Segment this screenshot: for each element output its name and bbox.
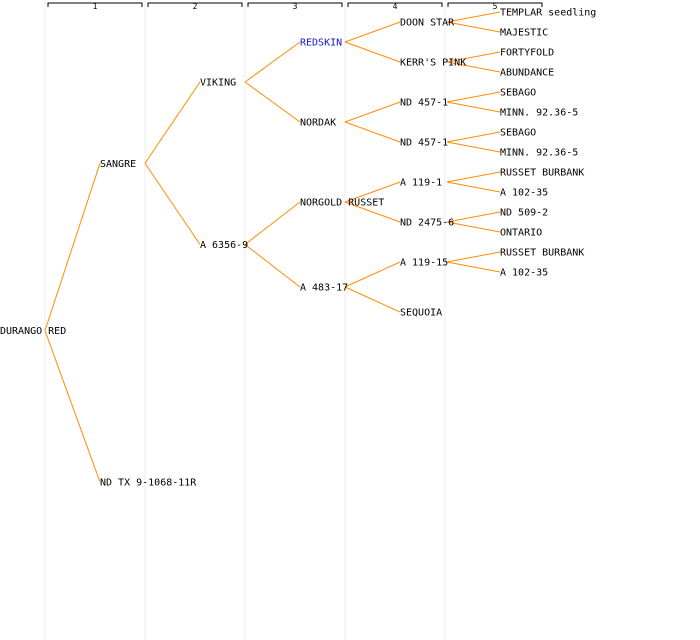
pedigree-link bbox=[446, 181, 501, 193]
pedigree-link bbox=[344, 201, 401, 223]
pedigree-link bbox=[446, 141, 501, 153]
cultivar-label: RUSSET BURBANK bbox=[500, 248, 584, 259]
pedigree-link bbox=[446, 101, 501, 113]
generation-number: 1 bbox=[93, 2, 98, 11]
cultivar-label: A 102-35 bbox=[500, 188, 548, 199]
pedigree-link bbox=[344, 21, 401, 43]
pedigree-link bbox=[446, 131, 501, 143]
pedigree-link bbox=[446, 261, 501, 273]
pedigree-link bbox=[344, 101, 401, 123]
pedigree-link bbox=[446, 61, 501, 73]
generation-number: 5 bbox=[493, 2, 498, 11]
cultivar-label: FORTYFOLD bbox=[500, 48, 554, 59]
cultivar-label: NORGOLD RUSSET bbox=[300, 198, 384, 209]
pedigree-link bbox=[144, 162, 201, 245]
cultivar-label: TEMPLAR seedling bbox=[500, 8, 596, 19]
cultivar-label: ND 457-1 bbox=[400, 98, 448, 109]
pedigree-link bbox=[446, 11, 501, 23]
cultivar-label: SEQUOIA bbox=[400, 308, 442, 319]
pedigree-link bbox=[244, 81, 301, 123]
cultivar-label: DOON STAR bbox=[400, 18, 455, 29]
pedigree-link bbox=[144, 81, 201, 164]
pedigree-link bbox=[446, 171, 501, 183]
pedigree-link bbox=[244, 244, 301, 288]
pedigree-link bbox=[344, 121, 401, 143]
cultivar-label: MAJESTIC bbox=[500, 28, 548, 39]
pedigree-link bbox=[44, 330, 101, 483]
cultivar-label: A 119-15 bbox=[400, 258, 448, 269]
generation-bracket bbox=[147, 2, 243, 7]
pedigree-link bbox=[244, 41, 301, 83]
cultivar-label: KERR'S PINK bbox=[400, 58, 466, 69]
generation-number: 4 bbox=[393, 2, 398, 11]
cultivar-label: NORDAK bbox=[300, 118, 336, 129]
generation-bracket bbox=[447, 2, 543, 7]
pedigree-labels: DURANGO RED SANGRE ND TX 9-1068-11R VIKING A… bbox=[0, 8, 596, 489]
pedigree-link bbox=[446, 251, 501, 263]
pedigree-link bbox=[344, 286, 401, 313]
pedigree-link bbox=[344, 41, 401, 63]
cultivar-label: A 102-35 bbox=[500, 268, 548, 279]
cultivar-label: SEBAGO bbox=[500, 128, 536, 139]
pedigree-link bbox=[344, 181, 401, 203]
cultivar-label: ND 2475-6 bbox=[400, 218, 454, 229]
cultivar-label: SEBAGO bbox=[500, 88, 536, 99]
cultivar-label: SANGRE bbox=[100, 159, 136, 170]
pedigree-link bbox=[44, 163, 101, 331]
generation-bracket bbox=[247, 2, 343, 7]
cultivar-label: RUSSET BURBANK bbox=[500, 168, 584, 179]
cultivar-label: A 119-1 bbox=[400, 178, 442, 189]
cultivar-label: ND TX 9-1068-11R bbox=[100, 478, 197, 489]
cultivar-label: DURANGO RED bbox=[0, 326, 66, 337]
pedigree-links bbox=[44, 11, 501, 483]
pedigree-link bbox=[446, 51, 501, 63]
generation-bracket bbox=[347, 2, 443, 7]
cultivar-label: MINN. 92.36-5 bbox=[500, 108, 578, 119]
pedigree-link bbox=[446, 211, 501, 223]
cultivar-label: ND 509-2 bbox=[500, 208, 548, 219]
generation-number: 3 bbox=[293, 2, 298, 11]
cultivar-label: ABUNDANCE bbox=[500, 68, 554, 79]
cultivar-label[interactable]: REDSKIN bbox=[300, 38, 342, 49]
cultivar-label: VIKING bbox=[200, 78, 236, 89]
cultivar-label: ND 457-1 bbox=[400, 138, 448, 149]
pedigree-link bbox=[446, 21, 501, 33]
generation-number: 2 bbox=[193, 2, 198, 11]
cultivar-label: ONTARIO bbox=[500, 228, 542, 239]
pedigree-link bbox=[446, 91, 501, 103]
pedigree-link bbox=[446, 221, 501, 233]
pedigree-link bbox=[244, 201, 301, 245]
generation-columns bbox=[44, 0, 446, 640]
pedigree-link bbox=[344, 261, 401, 288]
generation-bracket bbox=[47, 2, 143, 7]
generation-headers: 1 2 3 4 5 bbox=[47, 2, 543, 11]
cultivar-label: A 483-17 bbox=[300, 283, 348, 294]
cultivar-label: A 6356-9 bbox=[200, 240, 248, 251]
cultivar-label: MINN. 92.36-5 bbox=[500, 148, 578, 159]
